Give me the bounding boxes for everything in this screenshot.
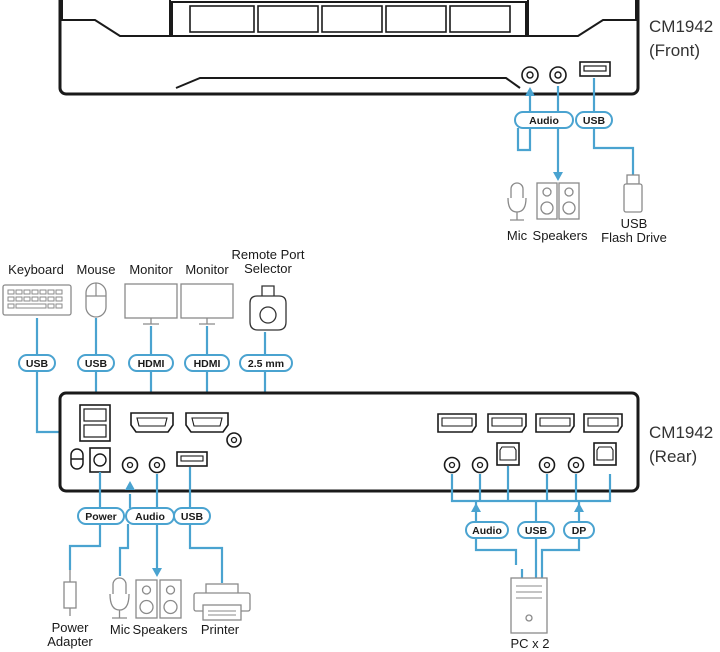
rear-speaker-jack [148,456,166,474]
power-adapter-icon [63,570,77,616]
remote-port-selector-icon [249,285,287,331]
usb-flash-label-2: Flash Drive [601,230,667,245]
remote-label-1: Remote Port [232,247,305,262]
front-speaker-jack [549,66,567,84]
rear-hdmi2-port [185,412,229,433]
hdmi2-badge: HDMI [184,354,230,372]
rear-mic-jack [121,456,139,474]
front-mic-jack [521,66,539,84]
pc-wires [450,466,612,578]
power-adapter-label-2: Adapter [47,634,93,649]
rear-hdmi1-port [130,412,174,433]
pc-usb-badge: USB [517,521,555,539]
power-badge: Power [77,507,125,525]
printer-usb-badge: USB [173,507,211,525]
front-speakers-label: Speakers [533,228,588,243]
front-unit [58,0,640,96]
mouse-label: Mouse [76,262,115,277]
svg-text:2.5 mm: 2.5 mm [248,358,284,370]
front-wires [516,78,635,181]
monitor2-icon [180,283,234,325]
rear-speakers-icon [135,579,182,619]
dp-ports [437,413,623,433]
front-usb-badge: USB [575,111,613,129]
monitor2-label: Monitor [185,262,229,277]
pc-tower-icon [510,577,548,634]
svg-text:USB: USB [26,358,49,370]
rear-usb-ports [79,404,111,442]
remote-label-2: Selector [244,261,292,276]
svg-text:DP: DP [572,525,587,537]
front-speakers-icon [536,182,580,220]
power-adapter-label-1: Power [52,620,90,635]
rear-remote-jack [226,432,242,448]
keyboard-label: Keyboard [8,262,64,277]
rear-bottom-wires [68,467,224,583]
pc-audio-badge: Audio [465,521,509,539]
rear-unit [58,391,640,493]
svg-text:HDMI: HDMI [138,358,165,370]
usb-b-ports [496,442,617,466]
rear-speakers-label: Speakers [133,622,188,637]
svg-text:Audio: Audio [135,511,165,523]
front-mic-label: Mic [507,228,528,243]
mouse-icon [85,282,107,318]
pc-label: PC x 2 [510,636,549,651]
svg-text:HDMI: HDMI [194,358,221,370]
rear-model-label: CM1942 [649,423,713,442]
svg-text:USB: USB [583,115,606,127]
pc-audio-jacks [443,456,585,474]
power-jack [89,447,111,473]
front-mic-icon [507,182,527,221]
keyboard-usb-badge: USB [18,354,56,372]
svg-text:Audio: Audio [529,115,559,127]
front-audio-badge: Audio [514,111,574,129]
pc-dp-badge: DP [563,521,595,539]
rear-mic-label: Mic [110,622,131,637]
rear-mic-icon [109,577,130,619]
front-model-label: CM1942 [649,17,713,36]
monitor1-label: Monitor [129,262,173,277]
front-panel-slots [189,5,511,33]
rear-usb-printer-port [176,451,208,467]
hdmi1-badge: HDMI [128,354,174,372]
svg-text:USB: USB [181,511,204,523]
svg-text:USB: USB [85,358,108,370]
rear-side-label: (Rear) [649,447,697,466]
svg-text:Power: Power [85,511,117,523]
front-side-label: (Front) [649,41,700,60]
printer-icon [193,583,251,621]
monitor1-icon [124,283,178,325]
usb-flash-label-1: USB [621,216,648,231]
mouse-usb-badge: USB [77,354,115,372]
svg-text:USB: USB [525,525,548,537]
keyboard-icon [2,284,72,316]
front-usb-port [579,61,611,77]
usb-flash-drive-icon [623,174,643,213]
remote-2.5mm-badge: 2.5 mm [239,354,293,372]
rear-audio-badge: Audio [125,507,175,525]
power-switch-icon [70,448,84,470]
printer-label: Printer [201,622,240,637]
svg-text:Audio: Audio [472,525,502,537]
